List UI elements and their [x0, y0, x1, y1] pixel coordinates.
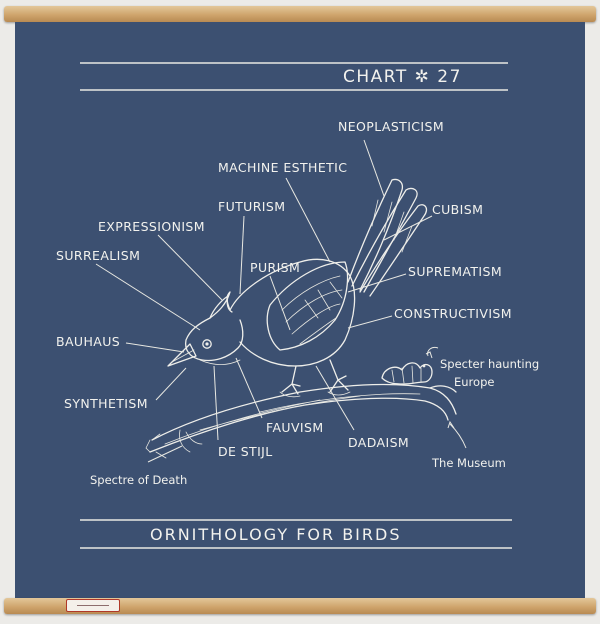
- label-constructivism: CONSTRUCTIVISM: [394, 306, 512, 321]
- bottom-wooden-rod: [4, 598, 596, 614]
- label-expressionism: EXPRESSIONISM: [98, 219, 205, 234]
- label-neoplasticism: NEOPLASTICISM: [338, 119, 444, 134]
- label-synthetism: SYNTHETISM: [64, 396, 148, 411]
- bird-eye: [202, 339, 212, 349]
- label-bauhaus: BAUHAUS: [56, 334, 120, 349]
- label-suprematism: SUPREMATISM: [408, 264, 502, 279]
- label-purism: PURISM: [250, 260, 300, 275]
- label-de-stijl: DE STIJL: [218, 444, 273, 459]
- note-specter-line1: Specter haunting: [440, 357, 539, 371]
- note-spectre-of-death: Spectre of Death: [90, 473, 187, 487]
- note-the-museum: The Museum: [431, 456, 506, 470]
- leader-lines: [95, 139, 467, 463]
- label-fauvism: FAUVISM: [266, 420, 324, 435]
- note-specter-line2: Europe: [454, 375, 494, 389]
- rod-label-tag: [66, 599, 120, 612]
- label-surrealism: SURREALISM: [56, 248, 140, 263]
- top-wooden-rod: [4, 6, 596, 22]
- label-dadaism: DADAISM: [348, 435, 409, 450]
- footer-title: ORNITHOLOGY FOR BIRDS: [150, 525, 401, 544]
- label-cubism: CUBISM: [432, 202, 483, 217]
- chart-number: CHART ✲ 27: [343, 67, 462, 87]
- label-futurism: FUTURISM: [218, 199, 285, 214]
- label-machine-esthetic: MACHINE ESTHETIC: [218, 160, 347, 175]
- caterpillar-eye: [422, 364, 426, 368]
